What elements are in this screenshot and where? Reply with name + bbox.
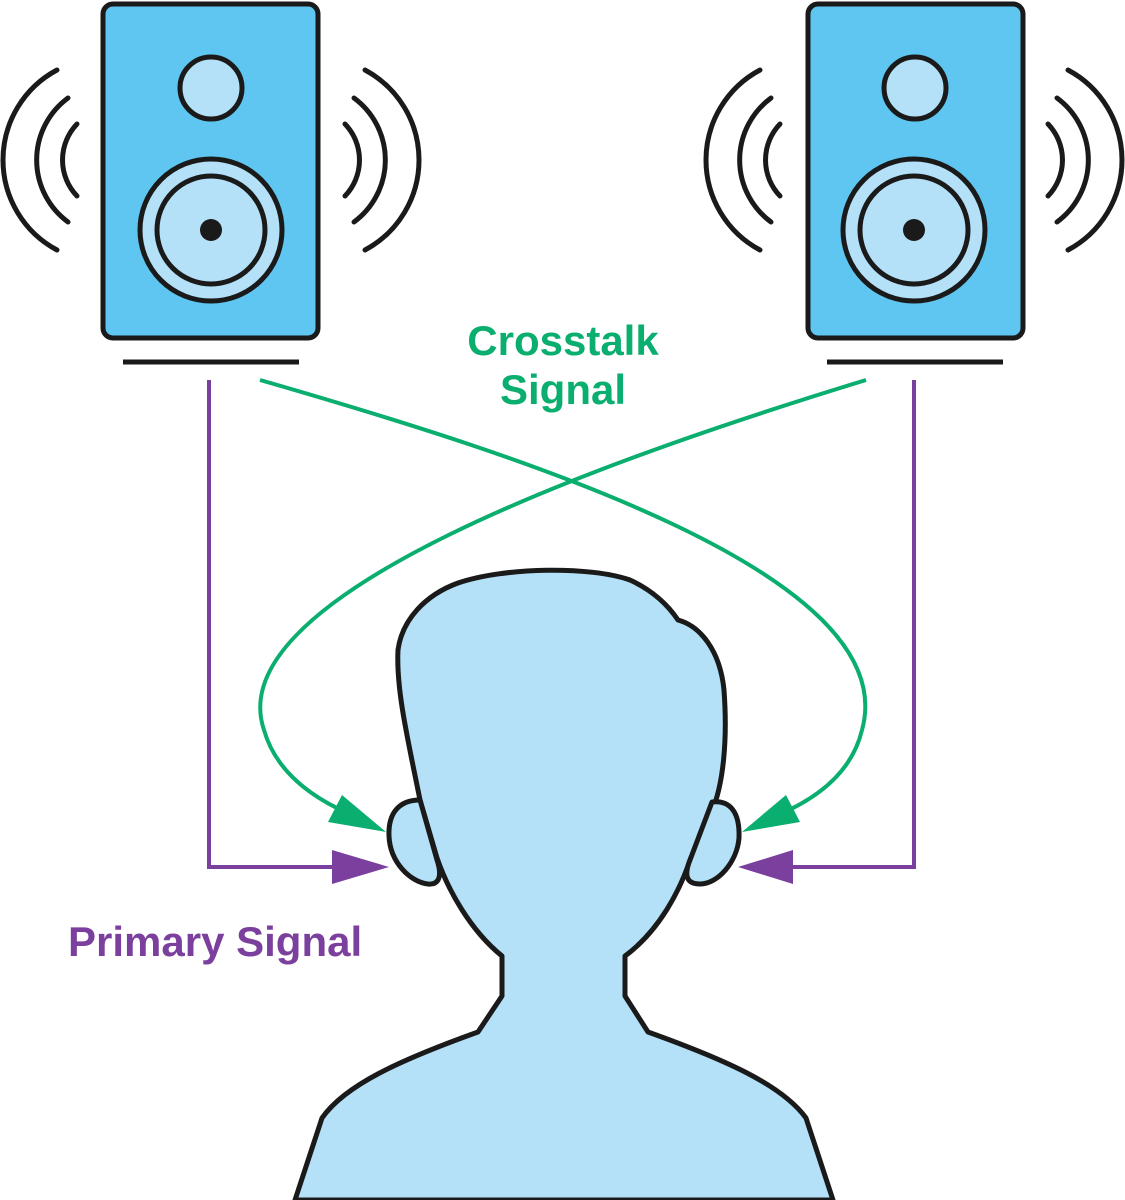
crosstalk-signal-paths	[258, 378, 867, 832]
crosstalk-signal-right-to-left-ear	[258, 378, 867, 817]
crosstalk-label-line2: Signal	[500, 366, 626, 413]
crosstalk-signal-left-to-right-ear	[259, 378, 867, 817]
primary-signal-right-arrowhead	[738, 850, 793, 884]
left-speaker	[100, 1, 321, 365]
right-speaker-sound-waves-icon	[703, 67, 1125, 253]
left-speaker-sound-waves-icon	[0, 67, 422, 253]
listener-head-icon	[292, 567, 836, 1200]
right-speaker	[805, 1, 1026, 365]
primary-signal-right-path	[785, 380, 916, 869]
listener-silhouette	[292, 567, 836, 1200]
right-speaker-tweeter	[881, 54, 949, 122]
left-ear-icon	[386, 797, 443, 887]
crosstalk-right-arrowhead	[742, 795, 800, 832]
right-ear-icon	[684, 799, 742, 887]
crosstalk-left-arrowhead	[328, 795, 386, 832]
primary-signal-label: Primary Signal	[68, 918, 362, 965]
left-speaker-tweeter	[177, 54, 245, 122]
left-speaker-woofer-center	[200, 219, 222, 241]
primary-signal-paths	[207, 380, 916, 884]
right-speaker-woofer-center	[903, 219, 925, 241]
primary-signal-left-arrowhead	[332, 850, 389, 884]
primary-signal-left-path	[207, 380, 340, 869]
crosstalk-label-line1: Crosstalk	[467, 317, 659, 364]
